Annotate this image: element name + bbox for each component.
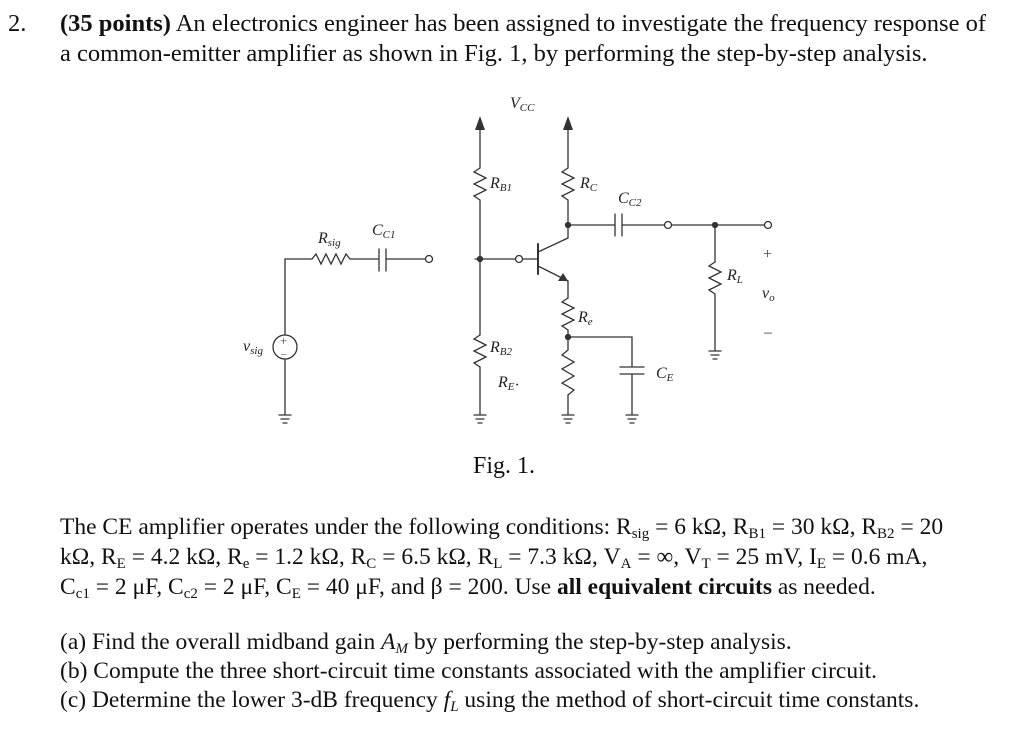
base-node-dot [476, 255, 484, 263]
problem-line-2: a common-emitter amplifier as shown in F… [60, 40, 928, 67]
re-label: Re [577, 309, 593, 328]
problem-points: (35 points) [60, 10, 171, 37]
ground-rb2 [473, 414, 487, 424]
ground-source [278, 414, 292, 424]
rb1-label: RB1 [489, 175, 512, 194]
bjt-collector-lead [537, 237, 569, 253]
rE-resistor [560, 349, 576, 396]
conditions-line-1: The CE amplifier operates under the foll… [60, 514, 944, 542]
wire-ce [567, 336, 633, 368]
vcc-label: VCC [510, 95, 535, 114]
ground-emitter [561, 414, 575, 424]
rc-label: RC [579, 175, 598, 194]
source-minus: – [280, 348, 287, 360]
rsig-label: Rsig [317, 230, 341, 249]
rE-label: RE· [497, 374, 520, 394]
part-b: (b) Compute the three short-circuit time… [60, 658, 878, 684]
cc1-terminal [424, 254, 434, 264]
conditions-bold: all equivalent circuits [557, 574, 772, 600]
rl-label: RL [726, 267, 743, 286]
ground-ce [625, 414, 639, 424]
conditions-line-3: Cc1 = 2 μF, Cc2 = 2 μF, CE = 40 μF, and … [60, 574, 876, 602]
rl-resistor [707, 261, 723, 295]
part-c: (c) Determine the lower 3-dB frequency f… [60, 687, 920, 715]
problem-line-1: (35 points) An electronics engineer has … [60, 8, 986, 39]
vo-label: vo [762, 285, 775, 304]
problem-line-1-text: An electronics engineer has been assigne… [170, 10, 986, 37]
ground-rl [708, 350, 722, 360]
figure-caption: Fig. 1. [473, 453, 536, 479]
cc2-terminal [663, 220, 673, 230]
rb2-resistor [472, 334, 488, 368]
wire-source-top [284, 258, 313, 336]
cc2-label: CC2 [618, 190, 642, 209]
rb1-resistor [472, 167, 488, 201]
re-resistor [560, 297, 576, 331]
source-plus: + [280, 333, 287, 348]
base-terminal [514, 254, 524, 264]
vo-minus: – [763, 324, 773, 341]
vo-plus: + [763, 246, 772, 263]
cc1-label: CC1 [372, 222, 396, 241]
vcc-arrow-right [563, 116, 573, 130]
bjt-emitter-arrow [558, 273, 568, 281]
rb2-label: RB2 [489, 339, 513, 358]
conditions-line-2: kΩ, RE = 4.2 kΩ, Re = 1.2 kΩ, RC = 6.5 k… [60, 544, 928, 572]
ce-label: CE [656, 365, 674, 384]
vsig-label: vsig [243, 338, 263, 357]
part-a: (a) Find the overall midband gain AM by … [60, 629, 792, 657]
rsig-resistor [311, 252, 351, 266]
vcc-arrow-left [475, 116, 485, 130]
rc-resistor [560, 167, 576, 201]
vo-terminal [763, 220, 773, 230]
problem-number: 2. [8, 10, 27, 37]
